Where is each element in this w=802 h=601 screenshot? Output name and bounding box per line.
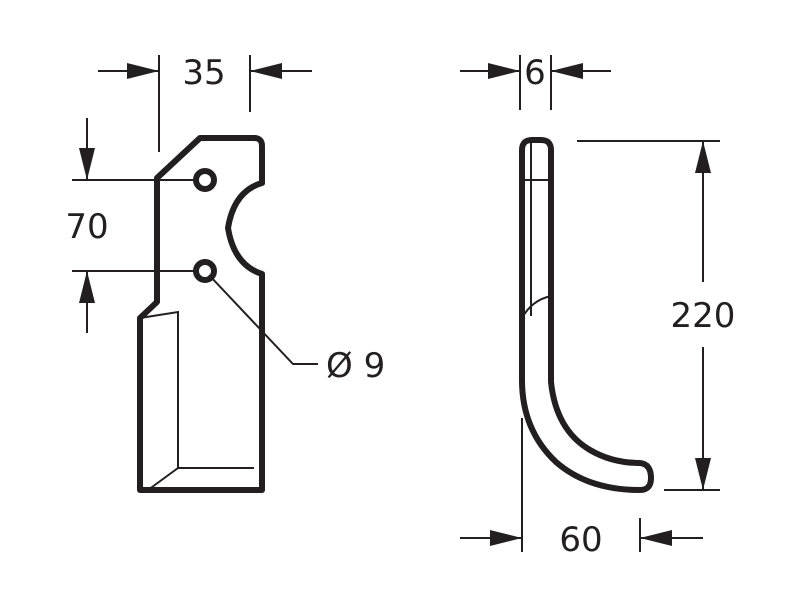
hole-diameter-callout: Ø 9 <box>208 274 385 386</box>
blade-front-bevel <box>139 310 254 491</box>
height-label: 220 <box>671 296 736 336</box>
hole-spacing-dimension: 70 <box>65 118 196 333</box>
depth-label: 60 <box>559 520 602 560</box>
blade-front-outline <box>137 135 265 493</box>
depth-dimension: 60 <box>460 418 703 560</box>
front-view: 35 70 Ø 9 <box>65 53 385 493</box>
upper-mount-hole <box>193 168 217 192</box>
width-dimension: 35 <box>98 53 312 152</box>
thickness-label: 6 <box>524 53 546 93</box>
thickness-dimension: 6 <box>460 53 611 110</box>
blade-side-outline <box>519 137 654 493</box>
height-dimension: 220 <box>577 140 736 491</box>
hole-spacing-label: 70 <box>65 207 108 247</box>
hole-diameter-label: Ø 9 <box>326 346 385 386</box>
width-label: 35 <box>182 53 225 93</box>
side-view: 6 220 60 <box>460 53 735 560</box>
blade-side-bevel <box>521 295 552 319</box>
